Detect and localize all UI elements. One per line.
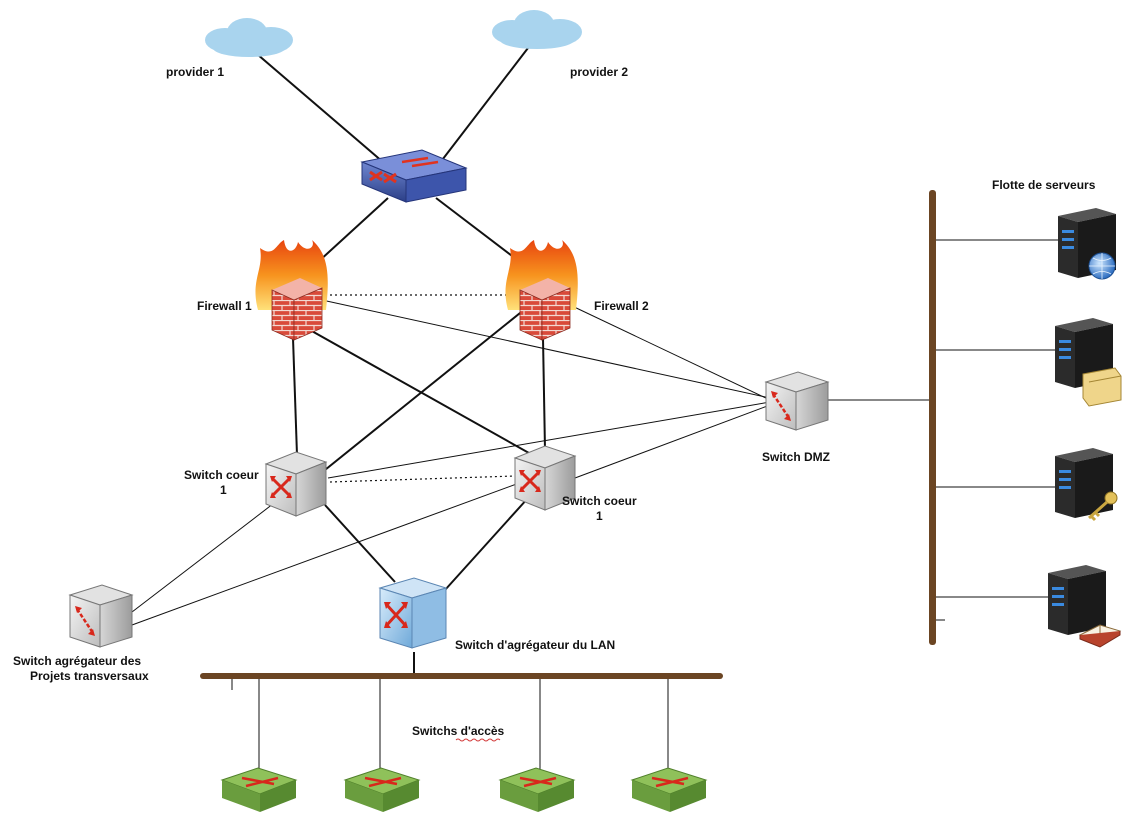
lan-aggregation-label: Switch d'agrégateur du LAN <box>455 638 615 652</box>
cloud-icon <box>492 10 582 49</box>
link-core2-projects <box>131 481 523 626</box>
link-firewall1-dmz <box>321 299 771 399</box>
server-bus <box>929 190 936 645</box>
server-fleet-title: Flotte de serveurs <box>992 178 1096 192</box>
link-core2-dmz <box>574 404 771 479</box>
link-core1-lanagg <box>324 504 396 583</box>
link-core2-lanagg <box>444 497 529 591</box>
access-switch-icon <box>220 767 298 812</box>
access-switches-label: Switchs d'accès <box>412 724 505 738</box>
core-switch-icon <box>264 451 328 517</box>
link-firewall2-dmz <box>569 304 771 401</box>
core-switch1-label: Switch coeur <box>184 468 259 482</box>
router-icon <box>360 149 468 203</box>
link-core1-projects <box>131 496 283 613</box>
access-switch-icon <box>630 767 708 812</box>
access-switch-icon <box>498 767 576 812</box>
spellcheck-underline <box>455 738 501 742</box>
projects-switch-label-line2: Projets transversaux <box>30 669 149 683</box>
core-switch-icon <box>513 445 577 511</box>
connections <box>131 47 1058 780</box>
link-provider1-router <box>249 47 391 169</box>
link-router-firewall2 <box>435 197 521 263</box>
core-switch1-label-line2: 1 <box>220 483 227 497</box>
link-firewall1-core2 <box>309 329 546 463</box>
firewall1-label: Firewall 1 <box>197 299 252 313</box>
file-server-icon <box>1055 318 1122 407</box>
firewall2-label: Firewall 2 <box>594 299 649 313</box>
cloud-icon <box>205 18 293 57</box>
lan-aggregation-switch-icon <box>378 577 448 649</box>
firewall-icon <box>505 240 578 341</box>
lan-bus <box>200 673 723 679</box>
web-server-icon <box>1058 208 1116 280</box>
projects-switch-icon <box>68 584 134 648</box>
auth-server-icon <box>1055 448 1118 522</box>
link-provider2-router <box>435 47 529 169</box>
link-core1-dmz <box>327 401 771 479</box>
projects-switch-label: Switch agrégateur des <box>13 654 141 668</box>
link-firewall2-core2 <box>542 337 546 451</box>
provider2-label: provider 2 <box>570 65 628 79</box>
labels: provider 1 provider 2 Firewall 1 Firewal… <box>13 65 1096 742</box>
directory-server-icon <box>1048 565 1122 648</box>
link-core1-core2-dotted <box>329 475 516 483</box>
link-firewall1-core1 <box>292 337 298 456</box>
provider1-label: provider 1 <box>166 65 224 79</box>
core-switch2-label-line2: 1 <box>596 509 603 523</box>
link-firewall2-core1 <box>314 304 531 479</box>
dmz-switch-icon <box>764 371 830 431</box>
firewall-icon <box>255 240 328 341</box>
access-switch-icon <box>343 767 421 812</box>
dmz-switch-label: Switch DMZ <box>762 450 830 464</box>
core-switch2-label: Switch coeur <box>562 494 637 508</box>
link-router-firewall1 <box>317 197 389 263</box>
